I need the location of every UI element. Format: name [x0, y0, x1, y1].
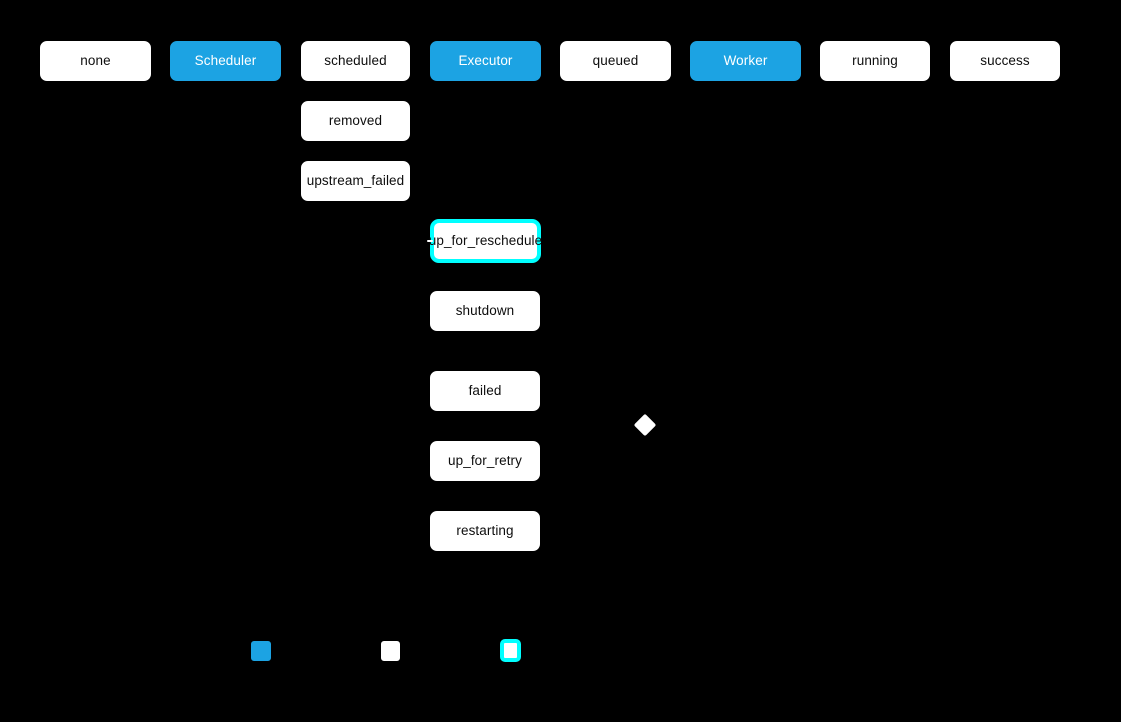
node-queued[interactable]: queued [560, 41, 671, 81]
legend-state-swatch [381, 641, 400, 661]
node-label: up_for_retry [448, 453, 522, 469]
node-up_for_retry[interactable]: up_for_retry [430, 441, 540, 481]
node-label: restarting [456, 523, 514, 539]
node-label: scheduled [324, 53, 387, 69]
node-running[interactable]: running [820, 41, 930, 81]
node-label: running [852, 53, 898, 69]
node-label: Executor [458, 53, 513, 69]
node-scheduler[interactable]: Scheduler [170, 41, 281, 81]
node-restarting[interactable]: restarting [430, 511, 540, 551]
node-worker[interactable]: Worker [690, 41, 801, 81]
node-label: Scheduler [194, 53, 257, 69]
node-label: none [80, 53, 111, 69]
edge-arrowhead-icon [427, 240, 433, 242]
node-none[interactable]: none [40, 41, 151, 81]
node-label: failed [468, 383, 502, 399]
node-scheduled[interactable]: scheduled [301, 41, 410, 81]
node-upstream_failed[interactable]: upstream_failed [301, 161, 410, 201]
legend-highlight-swatch [500, 639, 521, 662]
node-up_for_reschedule[interactable]: up_for_reschedule [428, 219, 543, 263]
diamond-marker-icon [633, 413, 657, 437]
node-executor[interactable]: Executor [430, 41, 541, 81]
node-removed[interactable]: removed [301, 101, 410, 141]
node-label: success [980, 53, 1030, 69]
node-failed[interactable]: failed [430, 371, 540, 411]
node-success[interactable]: success [950, 41, 1060, 81]
node-label: removed [328, 113, 383, 129]
legend-actor-swatch [251, 641, 271, 661]
node-label: upstream_failed [306, 173, 405, 189]
node-label: shutdown [455, 303, 515, 319]
node-label: up_for_reschedule [428, 233, 543, 249]
node-shutdown[interactable]: shutdown [430, 291, 540, 331]
node-label: queued [592, 53, 639, 69]
node-label: Worker [723, 53, 768, 69]
